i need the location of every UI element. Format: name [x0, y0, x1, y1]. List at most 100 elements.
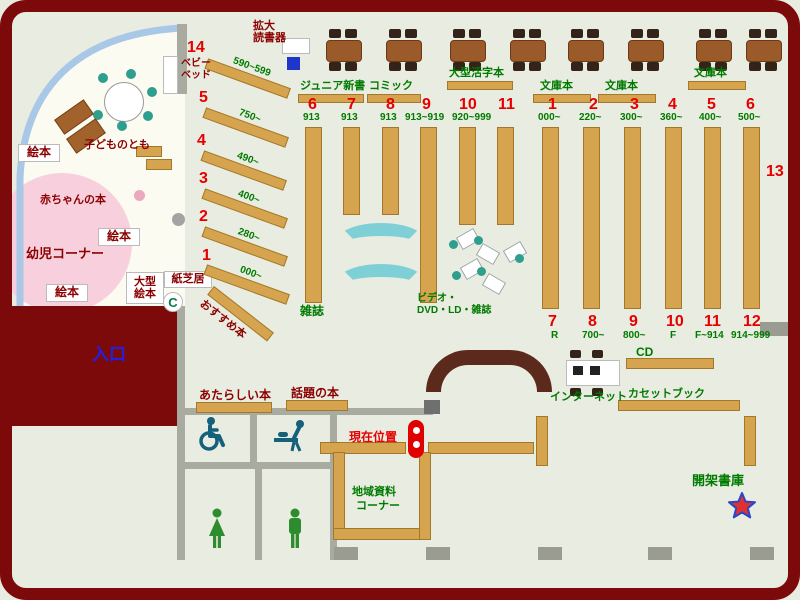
kamishibai-label: 紙芝居 [171, 273, 205, 286]
chair [765, 29, 777, 38]
small-shelf [146, 159, 172, 170]
stack-number: 9 [629, 313, 638, 330]
chair [469, 29, 481, 38]
stack-number: 11 [704, 313, 721, 330]
female-restroom-icon [209, 508, 225, 548]
table [326, 40, 362, 62]
shelf [428, 442, 534, 454]
large-picture-books-shelf: 大型 絵本 [126, 272, 164, 304]
stack-number: 1 [548, 96, 557, 113]
local-shelf-bottom [333, 528, 431, 540]
magnifier-device-icon [287, 57, 300, 70]
picture-book-label: 絵本 [26, 145, 51, 160]
pink-stool [134, 190, 145, 201]
table [386, 40, 422, 62]
chair [571, 29, 583, 38]
internet-label: インターネット [550, 391, 627, 403]
picture-book-shelf: 絵本 [18, 144, 60, 162]
round-table [104, 82, 144, 122]
chair [592, 350, 603, 358]
chair [389, 29, 401, 38]
baby-bed-label-1: ベビー [181, 58, 211, 69]
chair [405, 62, 417, 71]
marker-dot [412, 427, 420, 434]
shelf-number-2: 2 [199, 208, 208, 225]
pillar [538, 547, 562, 560]
picture-book-label: 絵本 [106, 229, 131, 244]
shelf [536, 416, 548, 466]
shelf-number-1: 1 [202, 247, 211, 264]
toddler-corner-label: 幼児コーナー [26, 246, 105, 261]
copier-label: C [168, 294, 178, 310]
entrance-label: 入口 [92, 345, 126, 364]
magazine-display-arc [337, 264, 425, 300]
shelf-number-4: 4 [197, 132, 206, 149]
stack-shelf [583, 127, 600, 309]
reading-table-group [568, 29, 604, 71]
stack-number: 2 [589, 96, 598, 113]
stack-shelf [497, 127, 514, 225]
chair [631, 62, 643, 71]
chair [570, 350, 581, 358]
open-stacks-star-icon [728, 492, 756, 519]
chair [345, 29, 357, 38]
stack-range: 000~ [538, 112, 561, 123]
stack-number: 8 [588, 313, 597, 330]
stack-range: 360~ [660, 112, 683, 123]
stack-range: 800~ [623, 330, 646, 341]
pillar-right [760, 322, 788, 336]
entrance-block [12, 306, 178, 426]
stack-number: 5 [707, 96, 716, 113]
av-stool [452, 271, 461, 280]
av-stool [515, 254, 524, 263]
junior-shinsho-shelf [298, 94, 364, 103]
chair [592, 388, 603, 396]
wheelchair-icon [199, 417, 225, 451]
chair [329, 29, 341, 38]
local-shelf-right [419, 452, 431, 540]
cd-label: CD [636, 345, 654, 359]
chair [529, 29, 541, 38]
pillar [648, 547, 672, 560]
magazine-display-arc [337, 223, 425, 259]
picture-book-shelf: 絵本 [46, 284, 88, 302]
new-books-label: あたらしい本 [199, 388, 272, 402]
wall-local-room-top [337, 408, 433, 415]
stack-number: 7 [347, 96, 356, 113]
cassette-shelf [618, 400, 740, 411]
chair [453, 62, 465, 71]
video-label-2: DVD・LD・雑誌 [417, 305, 492, 316]
bunko-label: 文庫本 [540, 80, 573, 92]
table [628, 40, 664, 62]
stack-number: 8 [386, 96, 395, 113]
baby-books-label: 赤ちゃんの本 [40, 194, 106, 206]
stack-shelf [459, 127, 476, 225]
local-materials-label-2: コーナー [356, 500, 400, 512]
stack-shelf [305, 127, 322, 303]
table [696, 40, 732, 62]
stack-range: R [551, 330, 559, 341]
chair [570, 388, 581, 396]
chair [513, 62, 525, 71]
chair [647, 29, 659, 38]
chair [571, 62, 583, 71]
stack-number: 6 [746, 96, 755, 113]
large-print-label: 大型活字本 [449, 67, 504, 79]
av-stool [449, 240, 458, 249]
chair [587, 29, 599, 38]
chair [587, 62, 599, 71]
stack-shelf [624, 127, 641, 309]
shelf-number-3: 3 [199, 170, 208, 187]
topic-books-label: 話題の本 [291, 386, 340, 400]
picture-book-label: 絵本 [54, 285, 79, 300]
av-stool [477, 267, 486, 276]
stack-number: 10 [666, 313, 684, 330]
pillar-center [424, 400, 440, 414]
cassette-label: カセットブック [628, 388, 705, 400]
stack-shelf [343, 127, 360, 215]
stack-shelf [420, 127, 437, 303]
stack-number: 12 [743, 313, 761, 330]
reading-table-group [628, 29, 664, 71]
stack-range: F [670, 330, 677, 341]
chair [329, 62, 341, 71]
